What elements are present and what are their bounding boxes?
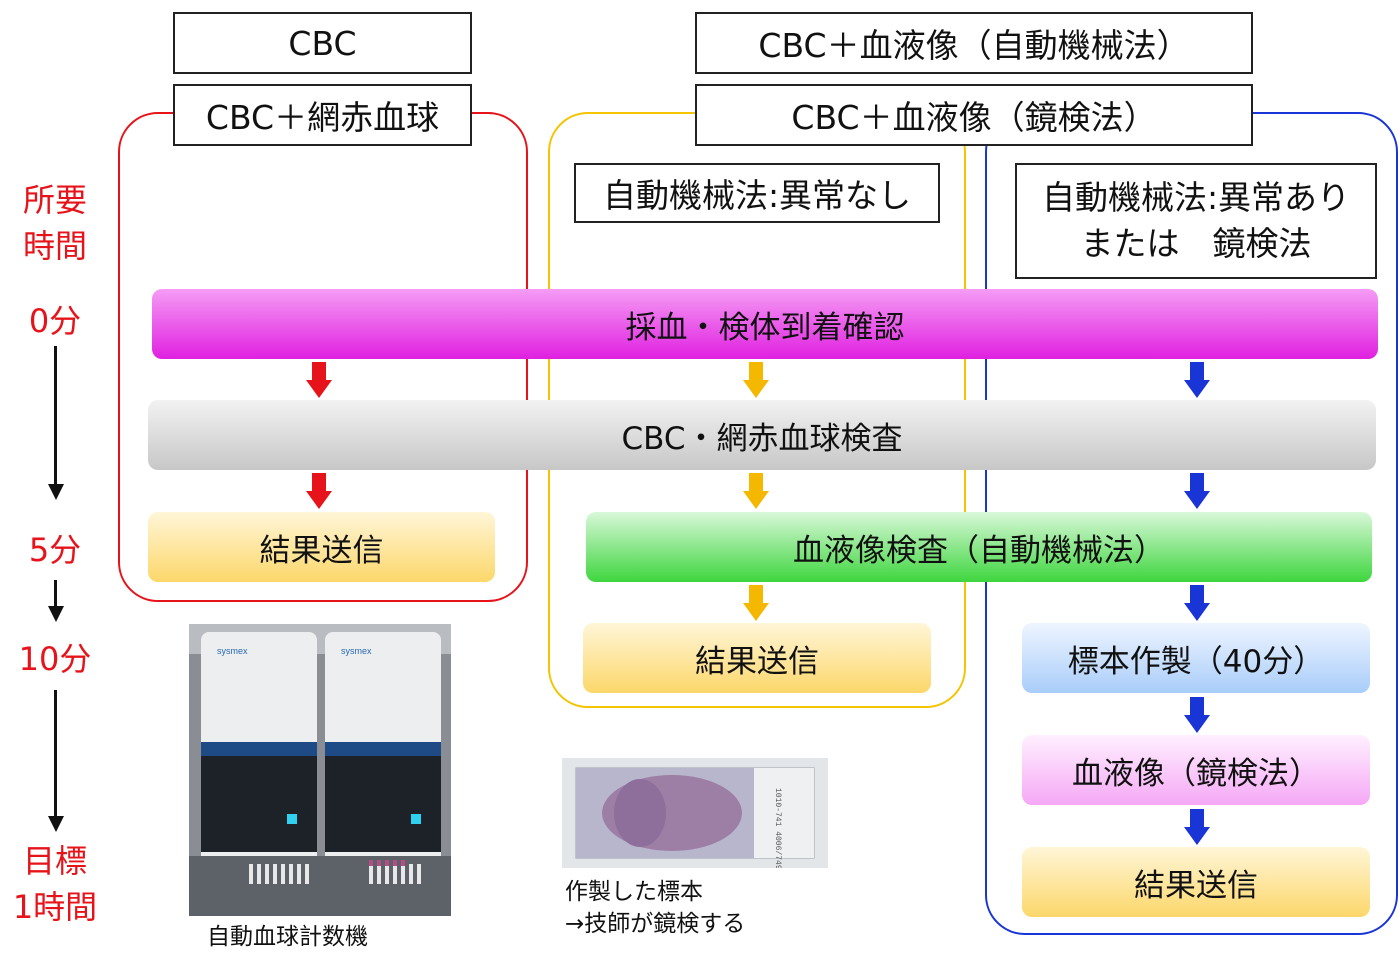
slide-caption-line2: →技師が鏡検する [565,911,746,937]
timeline-line-1 [54,346,57,486]
step-cbc-test: CBC・網赤血球検査 [148,400,1376,470]
time-label-required-line1: 所要 [22,181,87,219]
slide-caption-line1: 作製した標本 [565,879,703,905]
blue-arrow-2 [1184,473,1210,509]
yellow-arrow-3 [743,585,769,621]
slide-label: 1010-741 4006/74982 [773,788,782,868]
timeline-line-2 [54,580,57,608]
slide-illustration: 1010-741 4006/74982 [562,758,828,868]
blue-arrow-3 [1184,585,1210,621]
step-blood-draw: 採血・検体到着確認 [152,289,1378,359]
blue-arrow-5 [1184,809,1210,845]
step-prep: 標本作製（40分） [1022,623,1370,693]
blue-arrow-4 [1184,697,1210,733]
header-cbc-hemogram-auto: CBC＋血液像（自動機械法） [695,12,1253,74]
red-arrow-2 [306,473,332,509]
analyzer-illustration: sysmex sysmex [189,624,451,916]
header-auto-abnormal-line2: または 鏡検法 [1080,224,1312,263]
header-cbc-hemogram-scope: CBC＋血液像（鏡検法） [695,84,1253,146]
step-result-middle: 結果送信 [583,623,931,693]
timeline-arrowhead-3 [48,816,64,832]
header-cbc: CBC [173,12,472,74]
red-arrow-1 [306,362,332,398]
step-result-left: 結果送信 [148,512,495,582]
timeline-arrowhead-2 [48,606,64,622]
time-label-10: 10分 [18,640,92,678]
analyzer-brand-left: sysmex [217,646,248,656]
time-label-0: 0分 [28,302,82,340]
time-label-required: 所要 時間 [5,177,105,269]
timeline-arrowhead-1 [48,484,64,500]
header-auto-abnormal: 自動機械法:異常あり または 鏡検法 [1015,163,1377,279]
analyzer-brand-right: sysmex [341,646,372,656]
slide-photo: 1010-741 4006/74982 [562,758,828,868]
time-label-target-line2: 1時間 [12,888,98,926]
step-result-right: 結果送信 [1022,847,1370,917]
blue-arrow-1 [1184,362,1210,398]
time-label-5: 5分 [28,531,82,569]
header-auto-abnormal-line1: 自動機械法:異常あり [1041,178,1351,217]
yellow-arrow-1 [743,362,769,398]
time-label-target-line1: 目標 [22,842,87,880]
header-auto-normal: 自動機械法:異常なし [574,163,940,223]
analyzer-caption: 自動血球計数機 [207,924,368,950]
step-hemogram-scope: 血液像（鏡検法） [1022,735,1370,805]
step-hemogram-auto: 血液像検査（自動機械法） [586,512,1372,582]
timeline-line-3 [54,690,57,818]
yellow-arrow-2 [743,473,769,509]
slide-caption: 作製した標本 →技師が鏡検する [565,876,745,940]
analyzer-photo: sysmex sysmex [189,624,451,916]
header-cbc-reticulocyte: CBC＋網赤血球 [173,84,472,146]
time-label-required-line2: 時間 [22,227,87,265]
time-label-target: 目標 1時間 [5,838,105,930]
